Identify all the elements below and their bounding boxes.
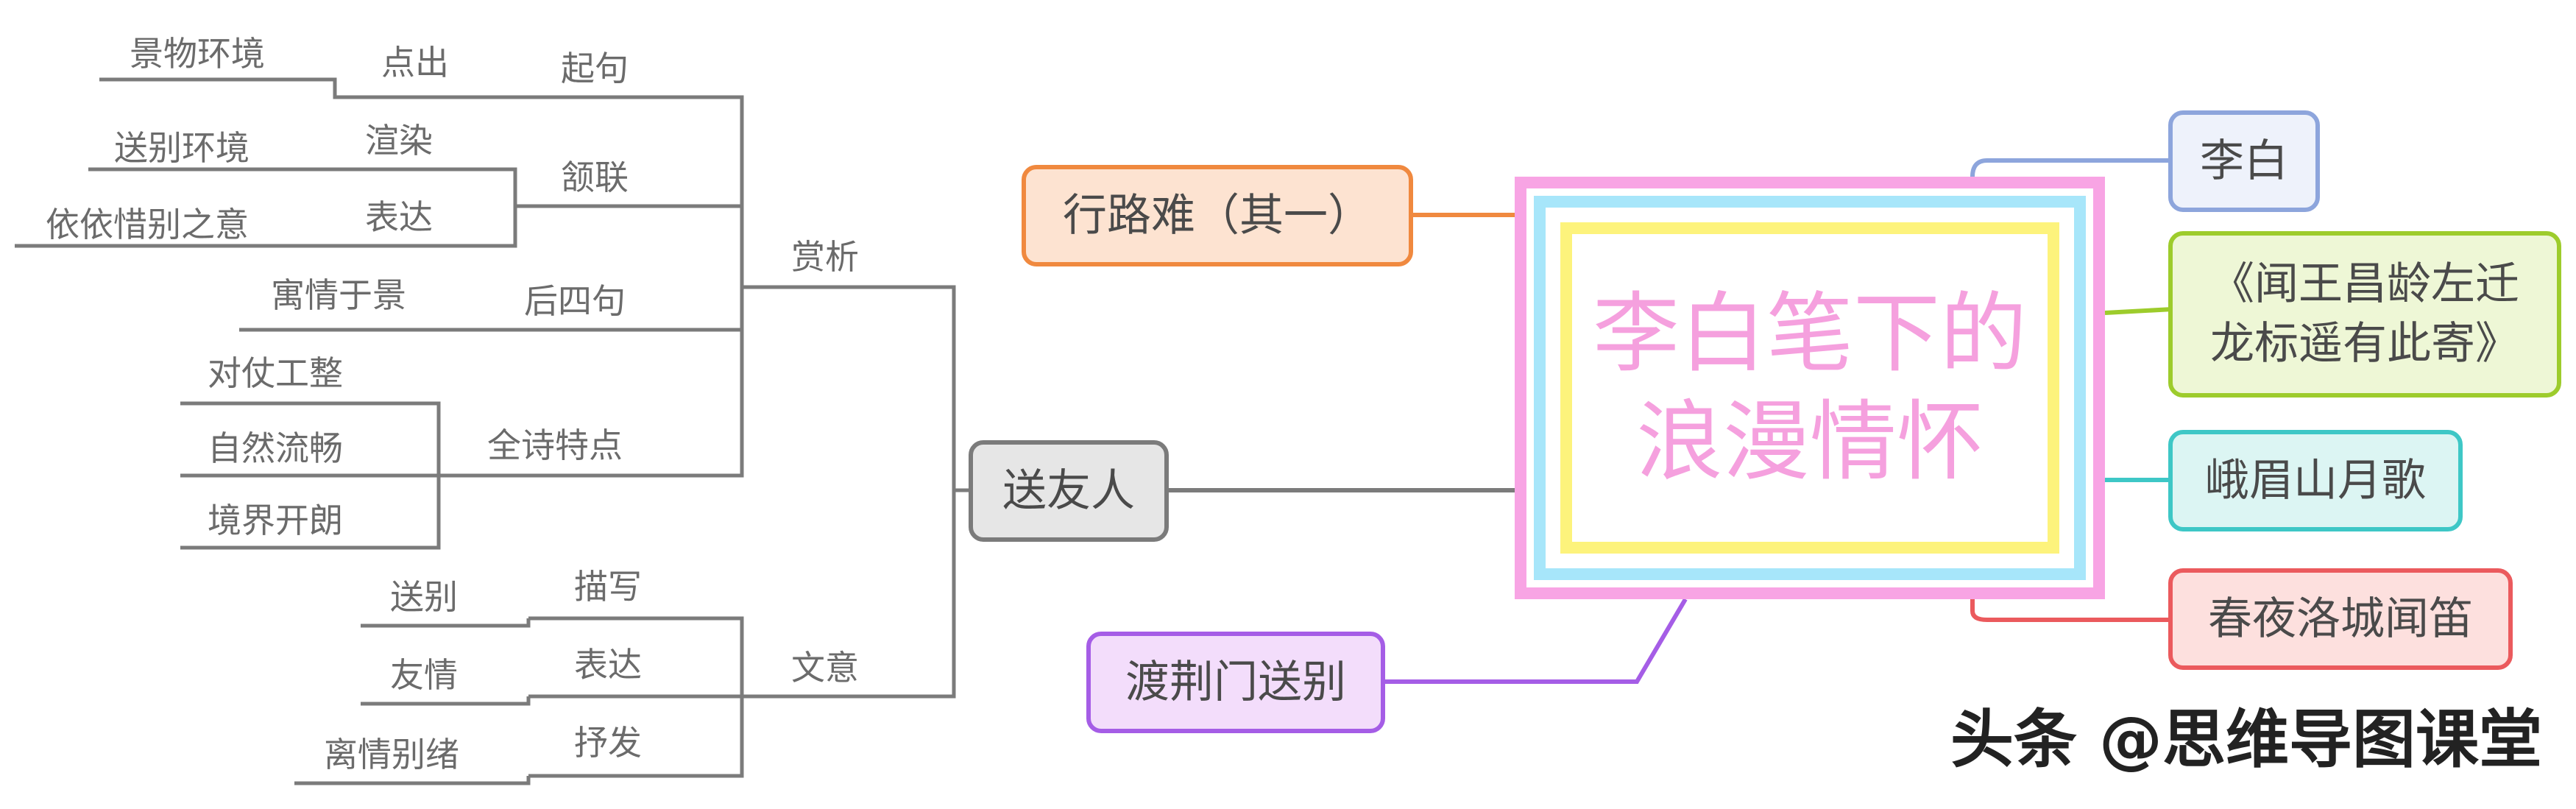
node-wen-wang-changling[interactable]: 《闻王昌龄左迁 龙标遥有此寄》 xyxy=(2168,231,2561,398)
label-yiyi-xibie[interactable]: 依依惜别之意 xyxy=(46,205,249,244)
label-biaoda-1[interactable]: 表达 xyxy=(365,197,433,237)
label-hanlian[interactable]: 颔联 xyxy=(561,158,629,197)
node-songyouren-label: 送友人 xyxy=(1002,464,1135,517)
node-xinglunan[interactable]: 行路难（其一） xyxy=(1022,165,1413,266)
central-topic-line1: 李白笔下的 xyxy=(1592,282,2027,384)
watermark: 头条 @思维导图课堂 xyxy=(1950,703,2542,777)
node-chunye-luocheng[interactable]: 春夜洛城闻笛 xyxy=(2168,568,2513,670)
node-libai-label: 李白 xyxy=(2200,135,2288,187)
central-topic[interactable]: 李白笔下的 浪漫情怀 xyxy=(1515,177,2105,599)
label-xuanran[interactable]: 渲染 xyxy=(365,121,433,160)
label-duizhang-gongzheng[interactable]: 对仗工整 xyxy=(208,353,343,393)
node-dujingmen-label: 渡荆门送别 xyxy=(1125,656,1346,708)
connector-chunye xyxy=(1970,599,2173,622)
label-jingwu-huanjing[interactable]: 景物环境 xyxy=(130,34,265,74)
label-housiju[interactable]: 后四句 xyxy=(524,281,626,321)
connector-libai xyxy=(1970,158,2173,177)
node-xinglunan-label: 行路难（其一） xyxy=(1063,189,1372,241)
label-qiju[interactable]: 起句 xyxy=(561,49,629,88)
node-wen-wang-line2: 龙标遥有此寄》 xyxy=(2210,318,2519,370)
label-dianchu[interactable]: 点出 xyxy=(381,43,449,82)
label-miaoxie[interactable]: 描写 xyxy=(574,567,642,607)
label-shufa[interactable]: 抒发 xyxy=(574,723,642,763)
label-liqing-biexu[interactable]: 离情别绪 xyxy=(324,735,459,774)
node-emei-shan-yue-ge[interactable]: 峨眉山月歌 xyxy=(2168,430,2463,531)
connector-wenyi xyxy=(742,490,956,699)
connector-dujingmen xyxy=(1385,598,1688,684)
central-topic-ring-middle xyxy=(1534,196,2086,580)
node-dujingmen[interactable]: 渡荆门送别 xyxy=(1086,632,1385,733)
central-topic-ring-inner xyxy=(1560,222,2059,554)
node-libai[interactable]: 李白 xyxy=(2168,110,2320,212)
central-topic-title: 李白笔下的 浪漫情怀 xyxy=(1526,188,2093,587)
connector-wen-wang xyxy=(2104,307,2173,315)
label-youqing[interactable]: 友情 xyxy=(390,655,458,695)
label-songbie-huanjing[interactable]: 送别环境 xyxy=(114,128,250,168)
label-jingjie-kailang[interactable]: 境界开朗 xyxy=(208,501,343,540)
label-wenyi[interactable]: 文意 xyxy=(791,648,859,688)
label-biaoda-2[interactable]: 表达 xyxy=(574,645,642,685)
node-chunye-label: 春夜洛城闻笛 xyxy=(2208,593,2473,645)
central-topic-line2: 浪漫情怀 xyxy=(1635,391,1984,492)
label-shangxi[interactable]: 赏析 xyxy=(791,237,859,277)
label-ziran-liuchang[interactable]: 自然流畅 xyxy=(208,428,343,468)
label-quanshi-tedian[interactable]: 全诗特点 xyxy=(487,425,623,465)
label-yuqing-yujing[interactable]: 寓情于景 xyxy=(271,275,406,315)
label-songbie[interactable]: 送别 xyxy=(390,577,458,617)
node-wen-wang-line1: 《闻王昌龄左迁 xyxy=(2210,258,2519,310)
node-emei-label: 峨眉山月歌 xyxy=(2205,454,2426,506)
connector-shangxi xyxy=(742,285,970,492)
node-songyouren[interactable]: 送友人 xyxy=(969,440,1169,542)
